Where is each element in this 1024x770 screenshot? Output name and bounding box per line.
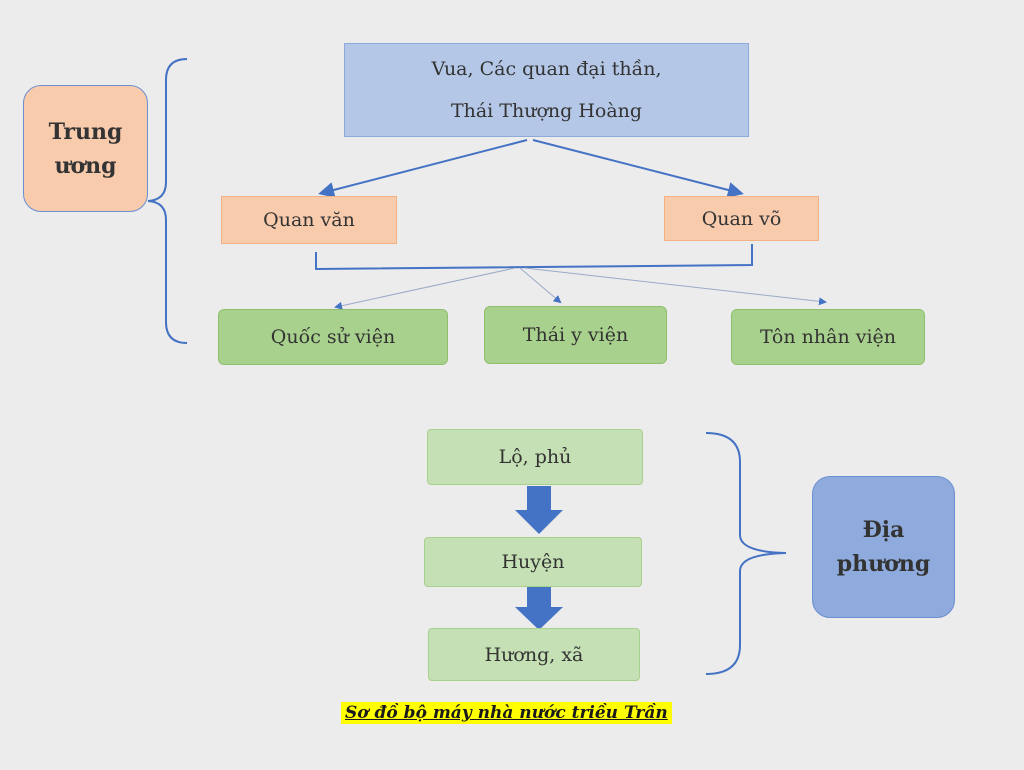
military-officials-label: Quan võ bbox=[701, 207, 782, 230]
arrow-to-quoc-su-vien bbox=[334, 267, 516, 310]
central-level-label: Trung ương bbox=[23, 85, 148, 212]
huong-xa-box: Hương, xã bbox=[428, 628, 640, 681]
civil-officials-label: Quan văn bbox=[263, 209, 355, 231]
central-label-line2: ương bbox=[54, 152, 117, 179]
thai-y-vien-label: Thái y viện bbox=[522, 324, 629, 346]
block-arrow-1 bbox=[515, 486, 563, 534]
ton-nhan-vien-box: Tôn nhân viện bbox=[731, 309, 925, 365]
quoc-su-vien-label: Quốc sử viện bbox=[270, 326, 396, 348]
civil-officials-box: Quan văn bbox=[221, 196, 397, 244]
king-box-line1: Vua, Các quan đại thần, bbox=[431, 58, 662, 80]
thai-y-vien-box: Thái y viện bbox=[484, 306, 667, 364]
ton-nhan-vien-label: Tôn nhân viện bbox=[759, 326, 897, 348]
king-officials-box: Vua, Các quan đại thần, Thái Thượng Hoàn… bbox=[344, 43, 749, 137]
local-label-line2: phương bbox=[836, 551, 931, 577]
local-brace bbox=[705, 432, 787, 675]
arrow-to-thai-y-vien bbox=[519, 267, 562, 304]
arrow-to-ton-nhan-vien bbox=[524, 267, 827, 306]
diagram-caption: Sơ đồ bộ máy nhà nước triều Trần bbox=[341, 702, 672, 724]
military-officials-box: Quan võ bbox=[664, 196, 819, 241]
arrow-to-military bbox=[532, 139, 744, 198]
huyen-box: Huyện bbox=[424, 537, 642, 587]
local-label-line1: Địa bbox=[862, 517, 905, 543]
officials-bracket bbox=[315, 244, 753, 271]
local-level-label: Địa phương bbox=[812, 476, 955, 618]
lo-phu-box: Lộ, phủ bbox=[427, 429, 643, 485]
central-brace bbox=[147, 58, 188, 344]
huyen-label: Huyện bbox=[501, 551, 565, 573]
huong-xa-label: Hương, xã bbox=[484, 643, 584, 666]
arrow-to-civil bbox=[318, 139, 528, 198]
king-box-line2: Thái Thượng Hoàng bbox=[450, 100, 643, 122]
lo-phu-label: Lộ, phủ bbox=[498, 446, 572, 468]
central-label-line1: Trung bbox=[48, 118, 123, 145]
block-arrow-2 bbox=[515, 587, 563, 630]
quoc-su-vien-box: Quốc sử viện bbox=[218, 309, 448, 365]
